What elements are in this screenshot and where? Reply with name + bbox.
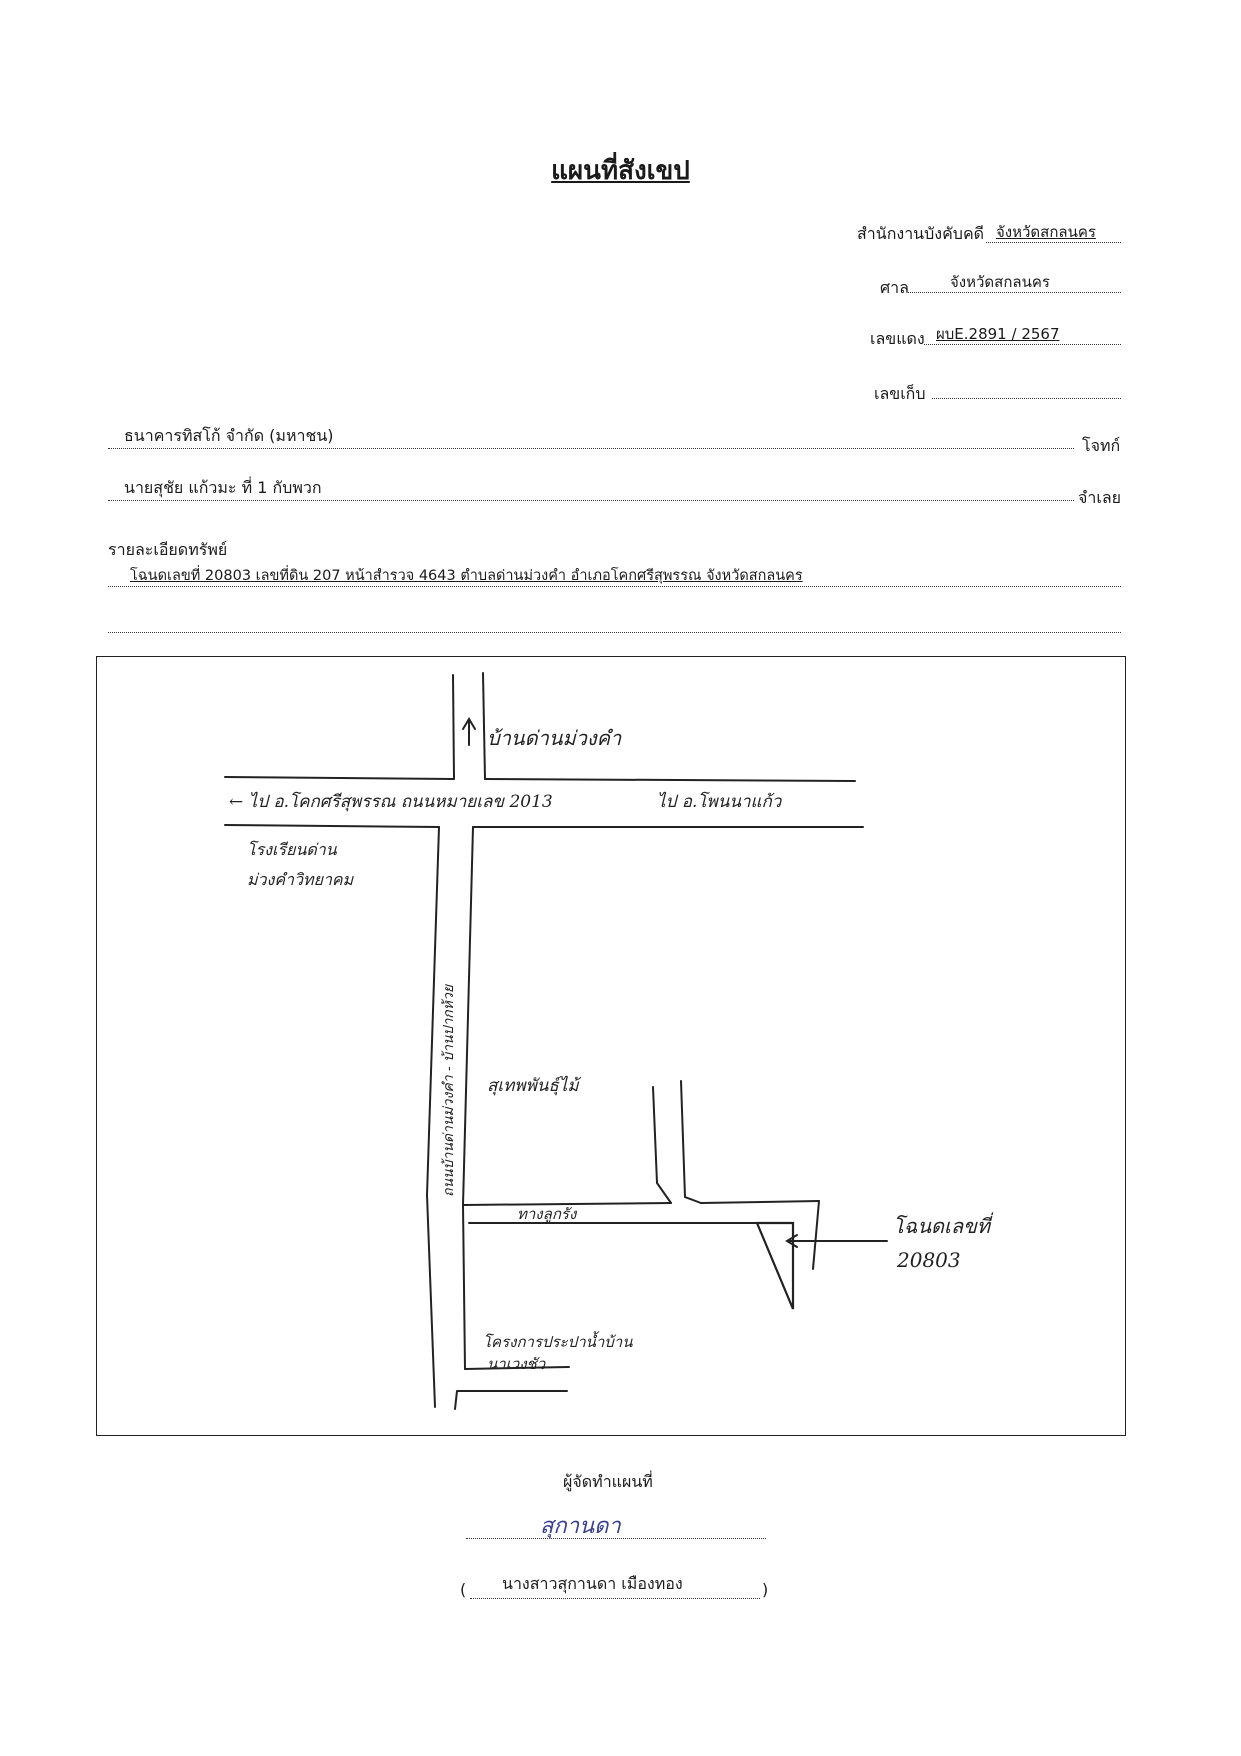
maker-name-field: นางสาวสุกานดา เมืองทอง	[470, 1574, 760, 1599]
plaintiff-label: โจทก์	[1082, 436, 1121, 455]
office-field: จังหวัดสกลนคร	[986, 222, 1121, 243]
red-case-field: ผบE.2891 / 2567	[924, 324, 1121, 345]
maker-name: นางสาวสุกานดา เมืองทอง	[502, 1574, 683, 1593]
property-heading: รายละเอียดทรัพย์	[108, 540, 228, 559]
signature: สุกานดา	[540, 1514, 621, 1539]
property-blank-line	[108, 612, 1121, 633]
plaintiff-name: ธนาคารทิสโก้ จำกัด (มหาชน)	[124, 426, 334, 445]
north-village-label: บ้านด่านม่วงคำ	[487, 726, 622, 750]
vertical-road-label: ถนนบ้านด่านม่วงคำ - บ้านปากห้วย	[441, 984, 457, 1197]
plot-label-line1: โฉนดเลขที่	[893, 1212, 994, 1238]
lane-top-edge	[462, 1200, 820, 1206]
court-label: ศาล	[880, 278, 909, 297]
lane-end-edge	[812, 1200, 820, 1270]
defendant-field: นายสุชัย แก้วมะ ที่ 1 กับพวก	[108, 478, 1074, 501]
school-label-line1: โรงเรียนด่าน	[247, 840, 338, 859]
paren-open: (	[460, 1580, 467, 1599]
garden-road-right-edge	[680, 1080, 702, 1204]
property-detail: โฉนดเลขที่ 20803 เลขที่ดิน 207 หน้าสำรวจ…	[130, 568, 803, 584]
maker-label: ผู้จัดทำแผนที่	[563, 1472, 653, 1491]
paren-close: )	[762, 1580, 769, 1599]
map-frame: บ้านด่านม่วงคำ ← ไป อ.โคกศรีสุพรรณ ถนนหม…	[96, 656, 1126, 1436]
court-value: จังหวัดสกลนคร	[950, 273, 1050, 291]
bottom-lane-top	[464, 1366, 570, 1370]
north-road-left-edge	[452, 674, 455, 780]
north-arrow-icon	[462, 717, 476, 746]
bottom-lane-bottom	[454, 1390, 568, 1410]
school-label-line2: ม่วงคำวิทยาคม	[247, 870, 355, 889]
plot-pointer-arrow-icon	[785, 1234, 888, 1248]
property-field: โฉนดเลขที่ 20803 เลขที่ดิน 207 หน้าสำรวจ…	[108, 566, 1121, 587]
vertical-road-left-edge	[425, 826, 440, 1408]
garden-road-left-edge	[652, 1086, 672, 1204]
plot-label-line2: 20803	[896, 1248, 961, 1272]
red-case-value: ผบE.2891 / 2567	[936, 325, 1060, 343]
garden-label: สุเทพพันธุ์ไม้	[487, 1075, 582, 1096]
storage-label: เลขเก็บ	[874, 384, 926, 403]
office-value: จังหวัดสกลนคร	[996, 223, 1096, 241]
main-road-right-label: ไป อ.โพนนาแก้ว	[657, 791, 783, 812]
main-road-bottom-edge	[224, 824, 864, 828]
water-project-label-line1: โครงการประปาน้ำบ้าน	[483, 1331, 633, 1351]
defendant-label: จำเลย	[1078, 488, 1122, 507]
red-case-label: เลขแดง	[870, 329, 925, 348]
defendant-name: นายสุชัย แก้วมะ ที่ 1 กับพวก	[124, 478, 322, 497]
storage-field	[932, 378, 1121, 399]
page-title: แผนที่สังเขป	[551, 156, 690, 186]
main-road-left-label: ← ไป อ.โคกศรีสุพรรณ ถนนหมายเลข 2013	[229, 791, 553, 812]
court-field: จังหวัดสกลนคร	[908, 272, 1121, 293]
water-project-label-line2: นาเวงชัว	[487, 1355, 547, 1373]
north-road-right-edge	[482, 672, 486, 780]
land-plot-outline	[755, 1221, 795, 1310]
office-label: สำนักงานบังคับคดี	[857, 224, 985, 243]
signature-line	[466, 1528, 766, 1539]
main-road-top-edge	[224, 776, 856, 782]
plaintiff-field: ธนาคารทิสโก้ จำกัด (มหาชน)	[108, 426, 1074, 449]
lane-label: ทางลูกรัง	[517, 1205, 578, 1223]
sketch-map: บ้านด่านม่วงคำ ← ไป อ.โคกศรีสุพรรณ ถนนหม…	[224, 672, 994, 1410]
vertical-road-right-edge	[461, 826, 474, 1370]
